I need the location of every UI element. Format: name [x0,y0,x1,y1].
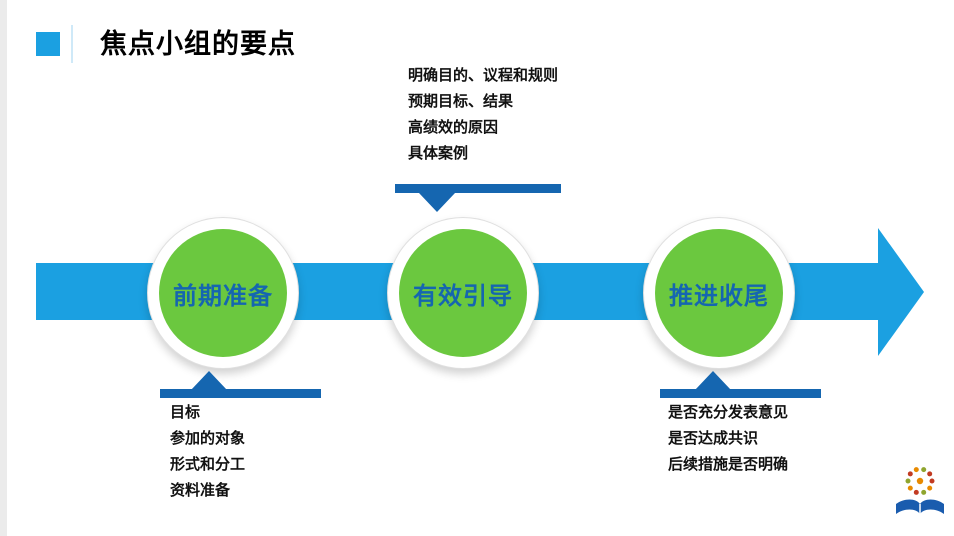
callout-line: 是否达成共识 [668,429,759,447]
callout-bottom-right-pointer-icon [695,371,731,390]
callout-line: 具体案例 [408,144,469,162]
callout-top-bar [395,184,561,193]
node-preparation-circle: 前期准备 [159,229,287,357]
callout-line: 明确目的、议程和规则 [408,66,559,84]
left-edge-strip [0,0,7,536]
callout-line: 形式和分工 [170,455,246,473]
callout-line: 参加的对象 [170,429,246,447]
callout-bottom-right-bar [660,389,821,398]
node-closing: 推进收尾 [643,217,795,369]
callout-bottom-left-bar [160,389,321,398]
node-label: 前期准备 [173,281,273,310]
callout-line: 目标 [170,403,201,421]
node-closing-circle: 推进收尾 [655,229,783,357]
callout-bottom-right-text: 是否充分发表意见 是否达成共识 后续措施是否明确 [668,399,788,477]
callout-line: 预期目标、结果 [408,92,514,110]
callout-top-text: 明确目的、议程和规则 预期目标、结果 高绩效的原因 具体案例 [408,62,558,166]
slide-title: 焦点小组的要点 [100,29,296,60]
title-bullet-square [36,32,60,56]
callout-top-pointer-icon [419,193,455,212]
node-preparation: 前期准备 [147,217,299,369]
callout-bottom-left-pointer-icon [191,371,227,390]
node-guidance-circle: 有效引导 [399,229,527,357]
node-label: 推进收尾 [669,281,769,310]
callout-line: 后续措施是否明确 [668,455,789,473]
title-divider-line [71,25,73,63]
node-guidance: 有效引导 [387,217,539,369]
open-book-logo-icon [896,467,944,514]
timeline-arrow-head-icon [878,228,924,356]
callout-line: 高绩效的原因 [408,118,499,136]
callout-bottom-left-text: 目标 参加的对象 形式和分工 资料准备 [170,399,245,503]
node-label: 有效引导 [413,281,513,310]
callout-line: 是否充分发表意见 [668,403,789,421]
callout-line: 资料准备 [170,481,231,499]
